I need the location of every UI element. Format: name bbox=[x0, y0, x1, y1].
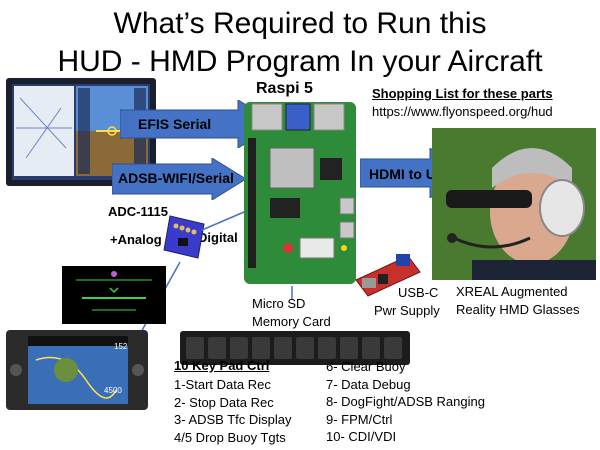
adc-label: ADC-1115 bbox=[108, 204, 168, 219]
keypad-graphic bbox=[186, 337, 402, 359]
keypad-item-6: 6- Clear Buoy bbox=[326, 359, 406, 374]
keypad-item-8: 8- DogFight/ADSB Ranging bbox=[326, 394, 485, 409]
shopping-list-title: Shopping List for these parts bbox=[372, 86, 553, 101]
hud-sample-image bbox=[62, 266, 166, 324]
title-line-1: What’s Required to Run this bbox=[113, 7, 487, 40]
keypad-item-10: 10- CDI/VDI bbox=[326, 429, 397, 444]
adsb-label: ADSB-WIFI/Serial bbox=[118, 170, 234, 186]
adsb-arrow bbox=[112, 158, 247, 200]
memory-card-label: Memory Card bbox=[252, 314, 331, 329]
avionics-speed-readout: 152 bbox=[114, 342, 128, 351]
hmd-glasses-label: Reality HMD Glasses bbox=[456, 302, 580, 317]
raspi-label: Raspi 5 bbox=[256, 80, 313, 97]
keypad-left-list: 1-Start Data Rec 2- Stop Data Rec 3- ADS… bbox=[174, 376, 292, 446]
power-supply-label: Pwr Supply bbox=[374, 303, 440, 318]
pilot-hmd-photo bbox=[432, 128, 596, 280]
keypad-item-7: 7- Data Debug bbox=[326, 376, 411, 392]
raspi-board-graphic bbox=[244, 102, 356, 284]
title-line-2: HUD - HMD Program In your Aircraft bbox=[57, 45, 543, 78]
pilot-graphic bbox=[432, 128, 596, 280]
keypad-title: 10 Key Pad Ctrl bbox=[174, 358, 270, 373]
usbc-power-supply-image bbox=[355, 254, 421, 297]
keypad-item-1: 1-Start Data Rec bbox=[174, 377, 271, 392]
adc-board-image bbox=[163, 215, 205, 259]
keypad-image bbox=[180, 331, 410, 365]
usbc-label: USB-C bbox=[398, 285, 439, 300]
keypad-item-9: 9- FPM/Ctrl bbox=[326, 411, 393, 427]
digital-label: Digital bbox=[198, 230, 238, 245]
micro-sd-label: Micro SD bbox=[252, 296, 306, 311]
keypad-item-2: 2- Stop Data Rec bbox=[174, 394, 274, 410]
xreal-label: XREAL Augmented bbox=[456, 284, 568, 299]
avionics-graphic bbox=[10, 336, 144, 404]
avionics-alt-readout: 4500 bbox=[104, 386, 122, 395]
keypad-item-3: 3- ADSB Tfc Display bbox=[174, 412, 292, 427]
analog-label: +Analog bbox=[110, 232, 162, 247]
avionics-unit-image: 152 4500 bbox=[6, 330, 148, 410]
hud-graphic bbox=[76, 271, 152, 311]
keypad-right-list: 6- Clear Buoy 7- Data Debug 8- DogFight/… bbox=[326, 358, 485, 446]
keypad-item-4-5: 4/5 Drop Buoy Tgts bbox=[174, 429, 286, 445]
raspberry-pi-board-image bbox=[240, 98, 360, 288]
shopping-list-url[interactable]: https://www.flyonspeed.org/hud bbox=[372, 104, 553, 119]
efis-serial-label: EFIS Serial bbox=[138, 116, 212, 132]
